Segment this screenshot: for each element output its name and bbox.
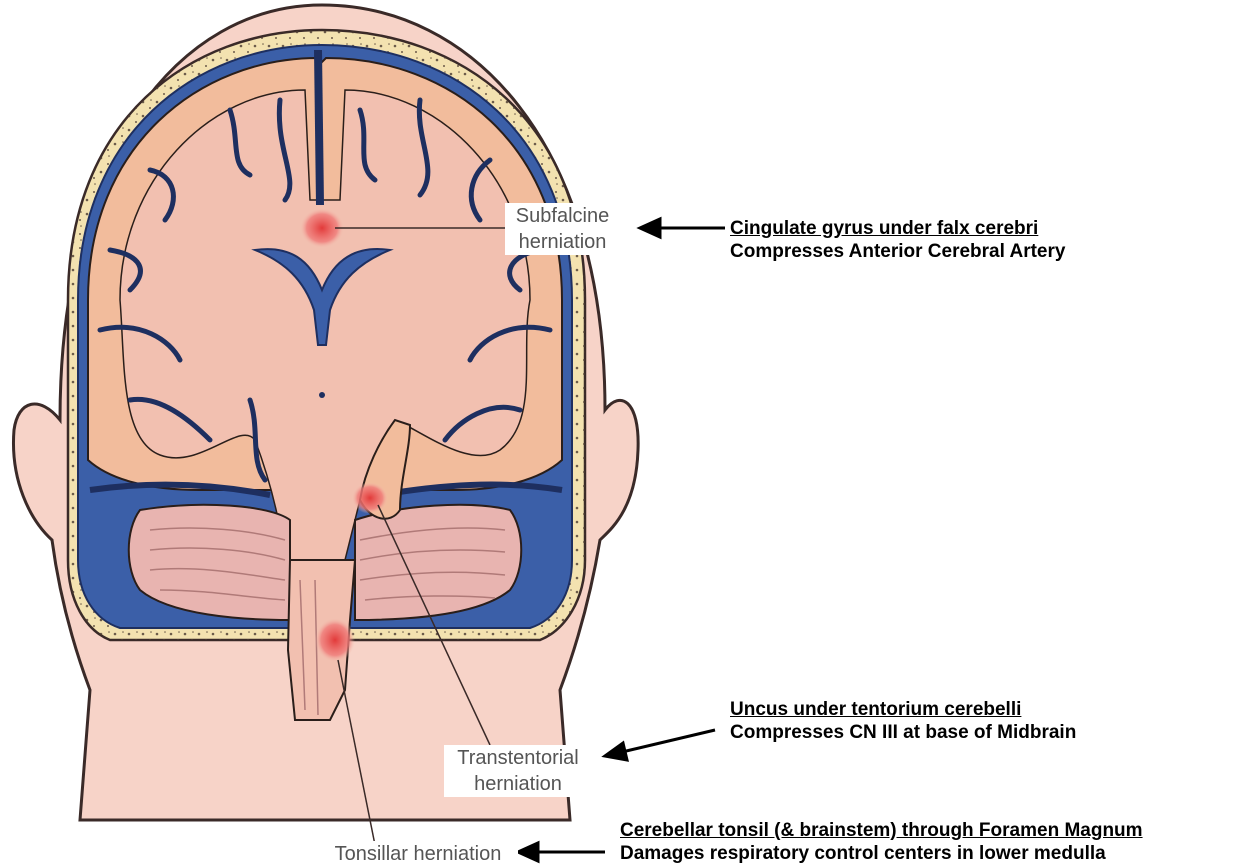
- transtentorial-label: Transtentorial herniation: [444, 745, 592, 797]
- tonsillar-label: Tonsillar herniation: [318, 841, 518, 867]
- transtentorial-label-line1: Transtentorial: [444, 745, 592, 771]
- subfalcine-label-line1: Subfalcine: [505, 203, 620, 229]
- tonsillar-label-text: Tonsillar herniation: [318, 841, 518, 867]
- subfalcine-label: Subfalcine herniation: [505, 203, 620, 255]
- annotation-tonsil-detail: Damages respiratory control centers in l…: [620, 842, 1143, 865]
- annotation-uncus-detail: Compresses CN III at base of Midbrain: [730, 721, 1076, 744]
- annotation-tonsil: Cerebellar tonsil (& brainstem) through …: [620, 819, 1143, 865]
- annotation-cingulate-detail: Compresses Anterior Cerebral Artery: [730, 240, 1065, 263]
- subfalcine-label-line2: herniation: [505, 229, 620, 255]
- annotation-tonsil-title: Cerebellar tonsil (& brainstem) through …: [620, 819, 1143, 842]
- annotation-cingulate: Cingulate gyrus under falx cerebri Compr…: [730, 217, 1065, 263]
- annotation-uncus: Uncus under tentorium cerebelli Compress…: [730, 698, 1076, 744]
- tonsillar-hotspot: [315, 618, 355, 662]
- falx-cerebri: [318, 50, 320, 205]
- transtentorial-label-line2: herniation: [444, 771, 592, 797]
- transtentorial-hotspot: [352, 482, 388, 514]
- annotation-uncus-title: Uncus under tentorium cerebelli: [730, 698, 1076, 721]
- annotation-cingulate-title: Cingulate gyrus under falx cerebri: [730, 217, 1065, 240]
